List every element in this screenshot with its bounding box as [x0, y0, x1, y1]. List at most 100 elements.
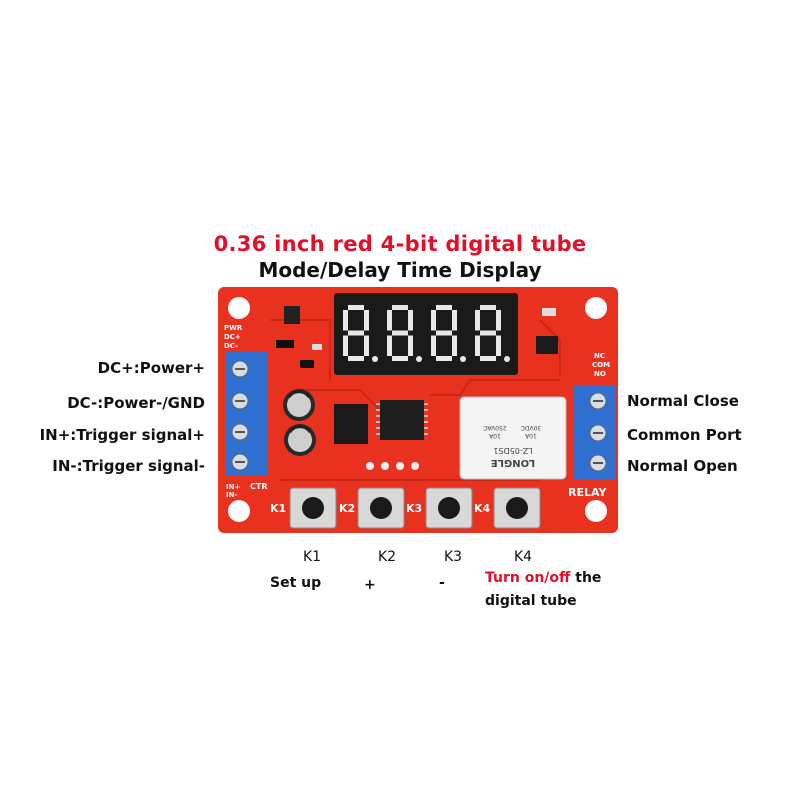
mcu-pins — [376, 403, 428, 435]
legend-k4-function: Turn on/off the — [485, 570, 601, 586]
silk-dc-minus: DC- — [224, 342, 238, 350]
digit-4-decimal-point — [504, 356, 510, 362]
smd-resistor — [542, 308, 556, 316]
mount-hole-br — [585, 500, 607, 522]
mount-hole-tr — [585, 297, 607, 319]
silk-com: COM — [592, 361, 610, 369]
digit-3-segment — [431, 310, 436, 331]
silk-pwr: PWR — [224, 324, 243, 332]
silk-k2: K2 — [339, 502, 355, 515]
digit-4-segment — [496, 335, 501, 356]
digit-1-segment — [364, 335, 369, 356]
relay-text-1: LZ-05DS1 — [493, 446, 532, 455]
legend-k1: K1 — [303, 549, 322, 565]
label-dc-plus: DC+:Power+ — [97, 359, 205, 377]
legend-k4-function-red: Turn on/off — [485, 570, 571, 586]
label-normal-close-prefix: Normal — [627, 392, 694, 410]
legend-k2-function: + — [364, 577, 376, 593]
digit-4-segment — [475, 310, 480, 331]
smd-part — [276, 340, 294, 348]
left-terminal-screws — [231, 360, 249, 471]
microcontroller-chip — [380, 400, 424, 440]
digit-2-segment — [392, 356, 408, 361]
digit-3-segment — [436, 356, 452, 361]
button-k1 — [289, 487, 337, 529]
digit-3-segment — [452, 335, 457, 356]
digit-1-segment — [348, 356, 364, 361]
digit-3-segment — [436, 330, 452, 336]
smd-part — [300, 360, 314, 368]
relay — [459, 396, 567, 480]
silk-relay: RELAY — [568, 486, 607, 499]
relay-text-0: LONGLE — [491, 457, 535, 468]
digit-2-decimal-point — [416, 356, 422, 362]
mount-hole-tl — [228, 297, 250, 319]
legend-k4-function-tail: the — [570, 570, 602, 586]
digit-2-segment — [408, 335, 413, 356]
silk-k1: K1 — [270, 502, 286, 515]
button-k3 — [425, 487, 473, 529]
silk-in-minus: IN- — [226, 491, 237, 499]
button-k2 — [357, 487, 405, 529]
label-in-minus: IN-:Trigger signal- — [52, 457, 205, 475]
regulator-chip — [284, 306, 300, 324]
capacitor-1 — [283, 389, 315, 421]
legend-k4-function-line2: digital tube — [485, 593, 577, 609]
silk-in-plus: IN+ — [226, 483, 240, 491]
digit-2-segment — [387, 310, 392, 331]
mount-hole-bl — [228, 500, 250, 522]
silk-nc: NC — [594, 352, 605, 360]
digit-2-segment — [387, 335, 392, 356]
capacitor-2 — [284, 424, 316, 456]
display-subtitle: Mode/Delay Time Display — [258, 258, 542, 282]
label-dc-minus: DC-:Power-/GND — [67, 394, 205, 412]
relay-text-3: 30VDC — [521, 424, 542, 431]
relay-markings: LONGLE LZ-05DS1 10A 30VDC 10A 250VAC — [483, 424, 541, 468]
label-common-port-suffix: Port — [705, 426, 742, 444]
digit-4-segment — [480, 305, 496, 310]
display-title: 0.36 inch red 4-bit digital tube — [213, 232, 587, 256]
digit-3-segment — [431, 335, 436, 356]
legend-k1-function: Set up — [270, 575, 322, 591]
relay-text-4: 10A — [488, 432, 501, 439]
silk-k4: K4 — [474, 502, 491, 515]
right-terminal-screws — [589, 392, 607, 472]
legend-k2: K2 — [378, 549, 397, 565]
digit-2-segment — [392, 330, 408, 336]
digit-4-segment — [480, 330, 496, 336]
relay-driver-chip — [536, 336, 558, 354]
digit-1-segment — [343, 335, 348, 356]
digit-3-segment — [452, 310, 457, 331]
optocoupler-chip — [334, 404, 368, 444]
digit-4-segment — [480, 356, 496, 361]
label-common-port-prefix: Common — [627, 426, 706, 444]
program-pads — [366, 462, 419, 470]
button-k4 — [493, 487, 541, 529]
label-normal-close-suffix: Close — [693, 392, 739, 410]
label-normal-open-prefix: Normal — [627, 457, 694, 475]
label-common-port: Common Port — [627, 426, 742, 444]
label-normal-open: Normal Open — [627, 457, 738, 475]
silk-no: NO — [594, 370, 606, 378]
label-in-plus: IN+:Trigger signal+ — [39, 426, 205, 444]
digit-2-segment — [408, 310, 413, 331]
digit-1-segment — [343, 310, 348, 331]
label-normal-open-suffix: Open — [693, 457, 738, 475]
silk-dc-plus: DC+ — [224, 333, 241, 341]
silk-ctr: CTR — [250, 482, 268, 491]
digit-1-segment — [348, 330, 364, 336]
digit-4-segment — [475, 335, 480, 356]
relay-text-2: 10A — [524, 432, 537, 439]
digit-3-decimal-point — [460, 356, 466, 362]
digital-tube-display — [334, 293, 518, 375]
relay-text-5: 250VAC — [483, 424, 506, 431]
label-normal-close: Normal Close — [627, 392, 739, 410]
digit-4-segment — [496, 310, 501, 331]
display-digits — [343, 305, 510, 362]
legend-k3-function: - — [439, 575, 445, 591]
digit-1-segment — [348, 305, 364, 310]
digit-1-segment — [364, 310, 369, 331]
silk-k3: K3 — [406, 502, 422, 515]
digit-2-segment — [392, 305, 408, 310]
